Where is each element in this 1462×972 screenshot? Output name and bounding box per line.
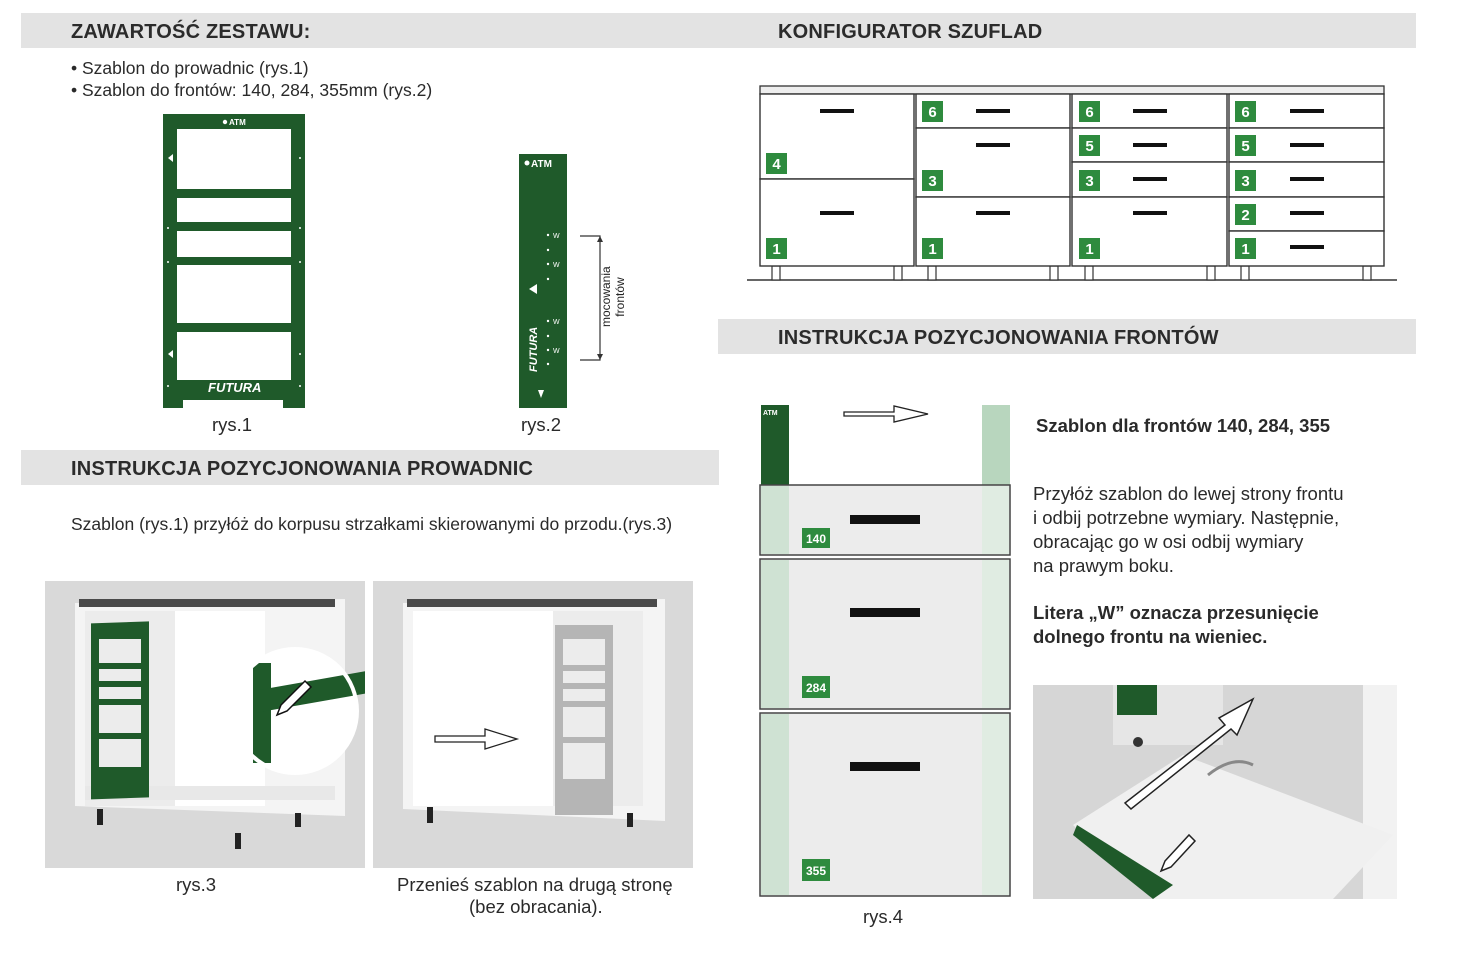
mounting-bracket-line [580, 235, 603, 361]
configurator-heading: KONFIGURATOR SZUFLAD [778, 21, 1043, 43]
fronts-paragraph-line1: Przyłóż szablon do lewej strony frontu [1033, 483, 1344, 504]
drawer-number: 1 [772, 241, 780, 258]
drawer-number: 6 [1241, 104, 1249, 121]
rail-template-drawing: ATM FUTURA [163, 114, 305, 408]
rys4-logo: ATM [763, 410, 778, 417]
front-positioning-drawing: ATM 140 284 355 [759, 405, 1011, 897]
drawer-number: 3 [928, 173, 936, 190]
pencil-icon [1159, 833, 1197, 873]
move-caption-line1: Przenieś szablon na drugą stronę [397, 874, 673, 895]
arrow-left-icon [168, 350, 173, 358]
fronts-header-band: INSTRUKCJA POZYCJONOWANIA FRONTÓW [718, 319, 1416, 354]
fronts-heading: INSTRUKCJA POZYCJONOWANIA FRONTÓW [778, 327, 1219, 349]
arrow-left-icon [529, 284, 537, 294]
drawer-number: 3 [1085, 173, 1093, 190]
contents-header-band: ZAWARTOŚĆ ZESTAWU: KONFIGURATOR SZUFLAD [21, 13, 1416, 48]
guides-header-band: INSTRUKCJA POZYCJONOWANIA PROWADNIC [21, 450, 719, 485]
w-mark: W [553, 319, 560, 326]
fronts-paragraph-line3: obracając go w osi odbij wymiary [1033, 531, 1304, 552]
drawer-number: 2 [1241, 207, 1249, 224]
fronts-note-line2: dolnego frontu na wieniec. [1033, 626, 1268, 647]
w-mark: W [553, 262, 560, 269]
drawer-number: 1 [1241, 241, 1249, 258]
drawer-number: 3 [1241, 173, 1249, 190]
arrow-diagonal-icon [1123, 697, 1255, 811]
rys2-brand: FUTURA [528, 327, 540, 372]
cabinet-photo-rys3 [45, 581, 365, 868]
rys1-brand: FUTURA [208, 380, 261, 395]
fronts-subtitle: Szablon dla frontów 140, 284, 355 [1036, 415, 1331, 436]
fronts-paragraph-line4: na prawym boku. [1033, 555, 1174, 576]
drawer-number: 6 [928, 104, 936, 121]
rys4-caption: rys.4 [863, 906, 904, 927]
front-marking-photo [1033, 685, 1397, 899]
front-size-badge: 140 [806, 532, 826, 546]
rys1-logo: ATM [229, 118, 246, 127]
arrow-right-icon [843, 405, 929, 423]
w-mark: W [553, 233, 560, 240]
contents-item-2: • Szablon do frontów: 140, 284, 355mm (r… [71, 80, 433, 100]
rys1-caption: rys.1 [212, 414, 253, 435]
drawer-number: 5 [1085, 138, 1093, 155]
arrow-left-icon [168, 154, 173, 162]
guides-heading: INSTRUKCJA POZYCJONOWANIA PROWADNIC [71, 458, 534, 480]
guides-instruction: Szablon (rys.1) przyłóż do korpusu strza… [71, 514, 673, 534]
arrow-right-icon [434, 728, 520, 750]
arrow-down-icon [538, 390, 544, 398]
rys3-caption: rys.3 [176, 874, 217, 895]
drawer-number: 6 [1085, 104, 1093, 121]
mounting-label: mocowania frontów [599, 266, 627, 327]
cabinet-photo-move [373, 581, 693, 868]
contents-heading: ZAWARTOŚĆ ZESTAWU: [71, 21, 311, 43]
drawer-number: 1 [1085, 241, 1093, 258]
drawer-number: 1 [928, 241, 936, 258]
drawer-configurator: 4 1 6 3 1 6 5 3 1 6 5 3 2 1 [747, 85, 1397, 281]
drawer-number: 4 [772, 156, 781, 173]
move-caption-line2: (bez obracania). [469, 896, 603, 917]
w-mark: W [553, 348, 560, 355]
front-size-badge: 355 [806, 864, 826, 878]
contents-item-1: • Szablon do prowadnic (rys.1) [71, 58, 309, 78]
pencil-icon [275, 679, 313, 717]
drawer-number: 5 [1241, 138, 1249, 155]
front-template-drawing: ATM W W W W FUTURA [519, 154, 567, 408]
front-size-badge: 284 [806, 681, 826, 695]
rys2-logo: ATM [531, 159, 552, 170]
rys2-caption: rys.2 [521, 414, 562, 435]
fronts-paragraph-line2: i odbij potrzebne wymiary. Następnie, [1033, 507, 1340, 528]
fronts-note-line1: Litera „W” oznacza przesunięcie [1033, 602, 1319, 623]
